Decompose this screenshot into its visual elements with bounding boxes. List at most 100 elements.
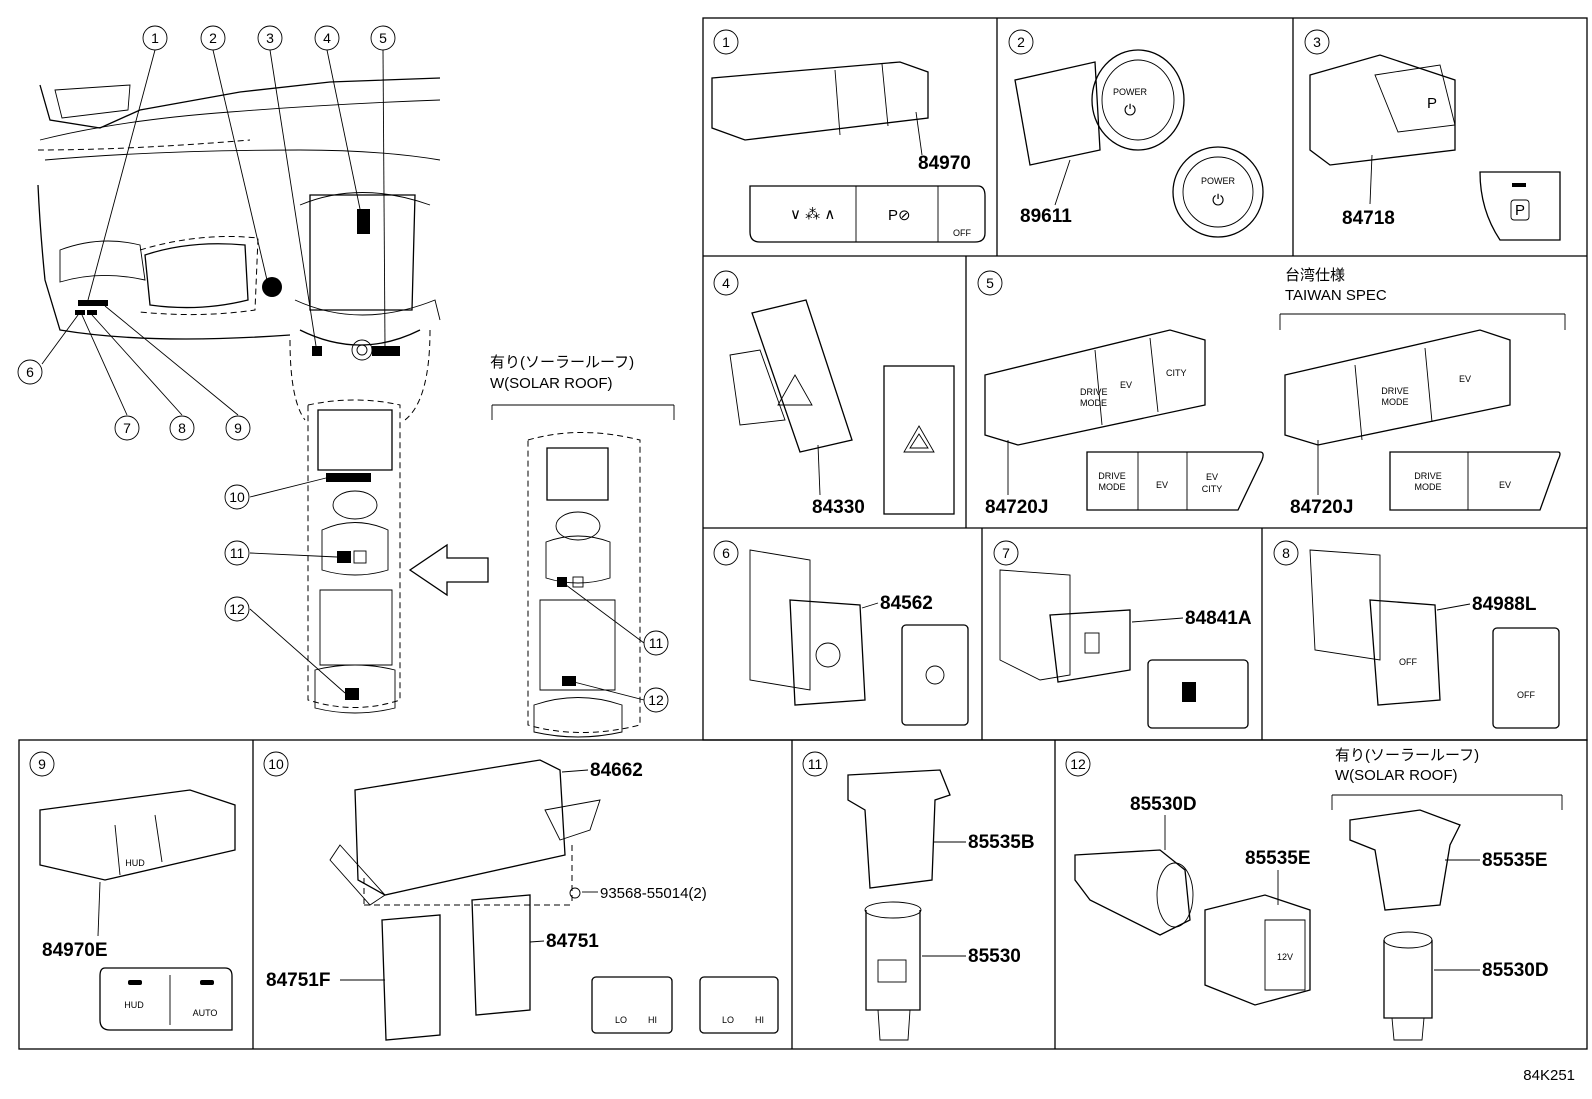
callout-3: 3 (257, 25, 283, 51)
part-number: 85530D (1130, 794, 1197, 815)
panel-4: 4 84330 (713, 270, 955, 518)
callout-5: 5 (370, 25, 396, 51)
svg-text:MODE: MODE (1382, 397, 1409, 407)
svg-text:5: 5 (986, 275, 994, 291)
steering-assist-icon: P⊘ (888, 207, 911, 224)
hazard-icon (777, 374, 813, 406)
part-number: 84970 (918, 153, 971, 174)
svg-text:HI: HI (755, 1015, 764, 1025)
svg-text:1: 1 (151, 30, 159, 46)
panel-1: 1 84970 ∨ ⁂ ∧ P⊘ OFF (711, 29, 986, 243)
callout-10: 10 (224, 484, 250, 510)
callout-12-solar: 12 (643, 687, 669, 713)
hazard-icon (903, 425, 935, 453)
part-number: 84751F (266, 970, 330, 991)
svg-text:HUD: HUD (124, 1000, 144, 1010)
panel-6: 6 84562 (713, 540, 969, 726)
power-icon: ⏻ (1124, 102, 1136, 119)
parking-brake-face-text: P (1515, 202, 1525, 219)
svg-text:EV: EV (1120, 380, 1132, 390)
svg-text:12: 12 (648, 692, 664, 708)
vehicle-overview (37, 49, 675, 738)
svg-text:EV: EV (1499, 480, 1511, 490)
solar-roof-note-jp: 有り(ソーラールーフ) (1335, 747, 1479, 764)
traction-off-text: OFF (953, 228, 971, 238)
panel-11: 11 85535B 85530 (802, 751, 1035, 1041)
part-number: 89611 (1020, 206, 1072, 227)
svg-text:OFF: OFF (1399, 657, 1417, 667)
solar-roof-note-en: W(SOLAR ROOF) (1335, 767, 1458, 784)
svg-text:4: 4 (722, 275, 730, 291)
panel-9: 9 HUD 84970E HUD AUTO (29, 751, 236, 1031)
part-number: 84720J (1290, 497, 1353, 518)
part-number: 84718 (1342, 208, 1395, 229)
12v-text: 12V (1277, 952, 1293, 962)
svg-text:EV: EV (1459, 374, 1471, 384)
svg-text:9: 9 (234, 420, 242, 436)
callout-4: 4 (314, 25, 340, 51)
svg-text:DRIVE: DRIVE (1098, 471, 1126, 481)
panel-3: 3 P 84718 P (1304, 29, 1561, 241)
svg-text:3: 3 (266, 30, 274, 46)
part-number: 84562 (880, 593, 933, 614)
switch-assembly-drawing (711, 61, 929, 141)
power-icon: ⏻ (1212, 192, 1224, 209)
part-number: 85535B (968, 832, 1035, 853)
part-number: 93568-55014(2) (600, 885, 707, 902)
part-number: 84988L (1472, 594, 1537, 615)
adjust-icon: ∨ ⁂ ∧ (790, 206, 835, 223)
svg-text:5: 5 (379, 30, 387, 46)
svg-text:EV: EV (1206, 472, 1218, 482)
frame-grid (18, 17, 1588, 1050)
panel-number: 1 (722, 34, 730, 50)
fuel-icon (1182, 682, 1196, 702)
fuel-icon (1084, 632, 1100, 654)
svg-text:LO: LO (722, 1015, 734, 1025)
svg-text:11: 11 (808, 756, 823, 772)
svg-text:8: 8 (1282, 545, 1290, 561)
svg-text:6: 6 (26, 364, 34, 380)
part-number: 84751 (546, 931, 599, 952)
svg-text:2: 2 (209, 30, 217, 46)
svg-text:OFF: OFF (1517, 690, 1535, 700)
svg-text:CITY: CITY (1202, 484, 1223, 494)
svg-text:8: 8 (178, 420, 186, 436)
part-number: 84841A (1185, 608, 1252, 629)
svg-text:HUD: HUD (125, 858, 145, 868)
svg-text:7: 7 (123, 420, 131, 436)
part-number: 84330 (812, 497, 865, 518)
diagram-code: 84K251 (1523, 1067, 1575, 1084)
svg-text:6: 6 (722, 545, 730, 561)
part-number: 85535E (1482, 850, 1548, 871)
part-number: 84662 (590, 760, 643, 781)
svg-text:2: 2 (1017, 34, 1025, 50)
panel-10: 10 84662 93568-55014(2) 84751 84751F LO … (263, 751, 779, 1041)
svg-text:AUTO: AUTO (193, 1008, 218, 1018)
callout-11-solar: 11 (643, 630, 669, 656)
panel-12: 12 有り(ソーラールーフ) W(SOLAR ROOF) 85530D 12V … (1065, 747, 1563, 1041)
power-face-text: POWER (1201, 176, 1236, 186)
svg-text:DRIVE: DRIVE (1381, 386, 1409, 396)
clock-icon (925, 665, 945, 685)
callout-8: 8 (169, 415, 195, 441)
part-number: 84720J (985, 497, 1048, 518)
svg-text:11: 11 (230, 545, 245, 561)
solar-roof-label-jp: 有り(ソーラールーフ) (490, 354, 634, 371)
svg-text:DRIVE: DRIVE (1080, 387, 1108, 397)
svg-text:10: 10 (268, 756, 284, 772)
svg-text:12: 12 (1070, 756, 1086, 772)
callout-1: 1 (142, 25, 168, 51)
taiwan-spec-label-jp: 台湾仕様 (1285, 267, 1345, 284)
svg-text:12: 12 (229, 601, 245, 617)
svg-text:4: 4 (323, 30, 331, 46)
svg-text:HI: HI (648, 1015, 657, 1025)
panel-2: 2 POWER ⏻ POWER ⏻ 89611 (1008, 29, 1264, 238)
clock-icon (815, 642, 841, 668)
callout-7: 7 (114, 415, 140, 441)
svg-text:DRIVE: DRIVE (1414, 471, 1442, 481)
svg-text:9: 9 (38, 756, 46, 772)
svg-text:MODE: MODE (1080, 398, 1107, 408)
svg-text:10: 10 (229, 489, 245, 505)
panel-5: 5 台湾仕様 TAIWAN SPEC DRIVE MODE EV CITY 84… (977, 267, 1566, 518)
